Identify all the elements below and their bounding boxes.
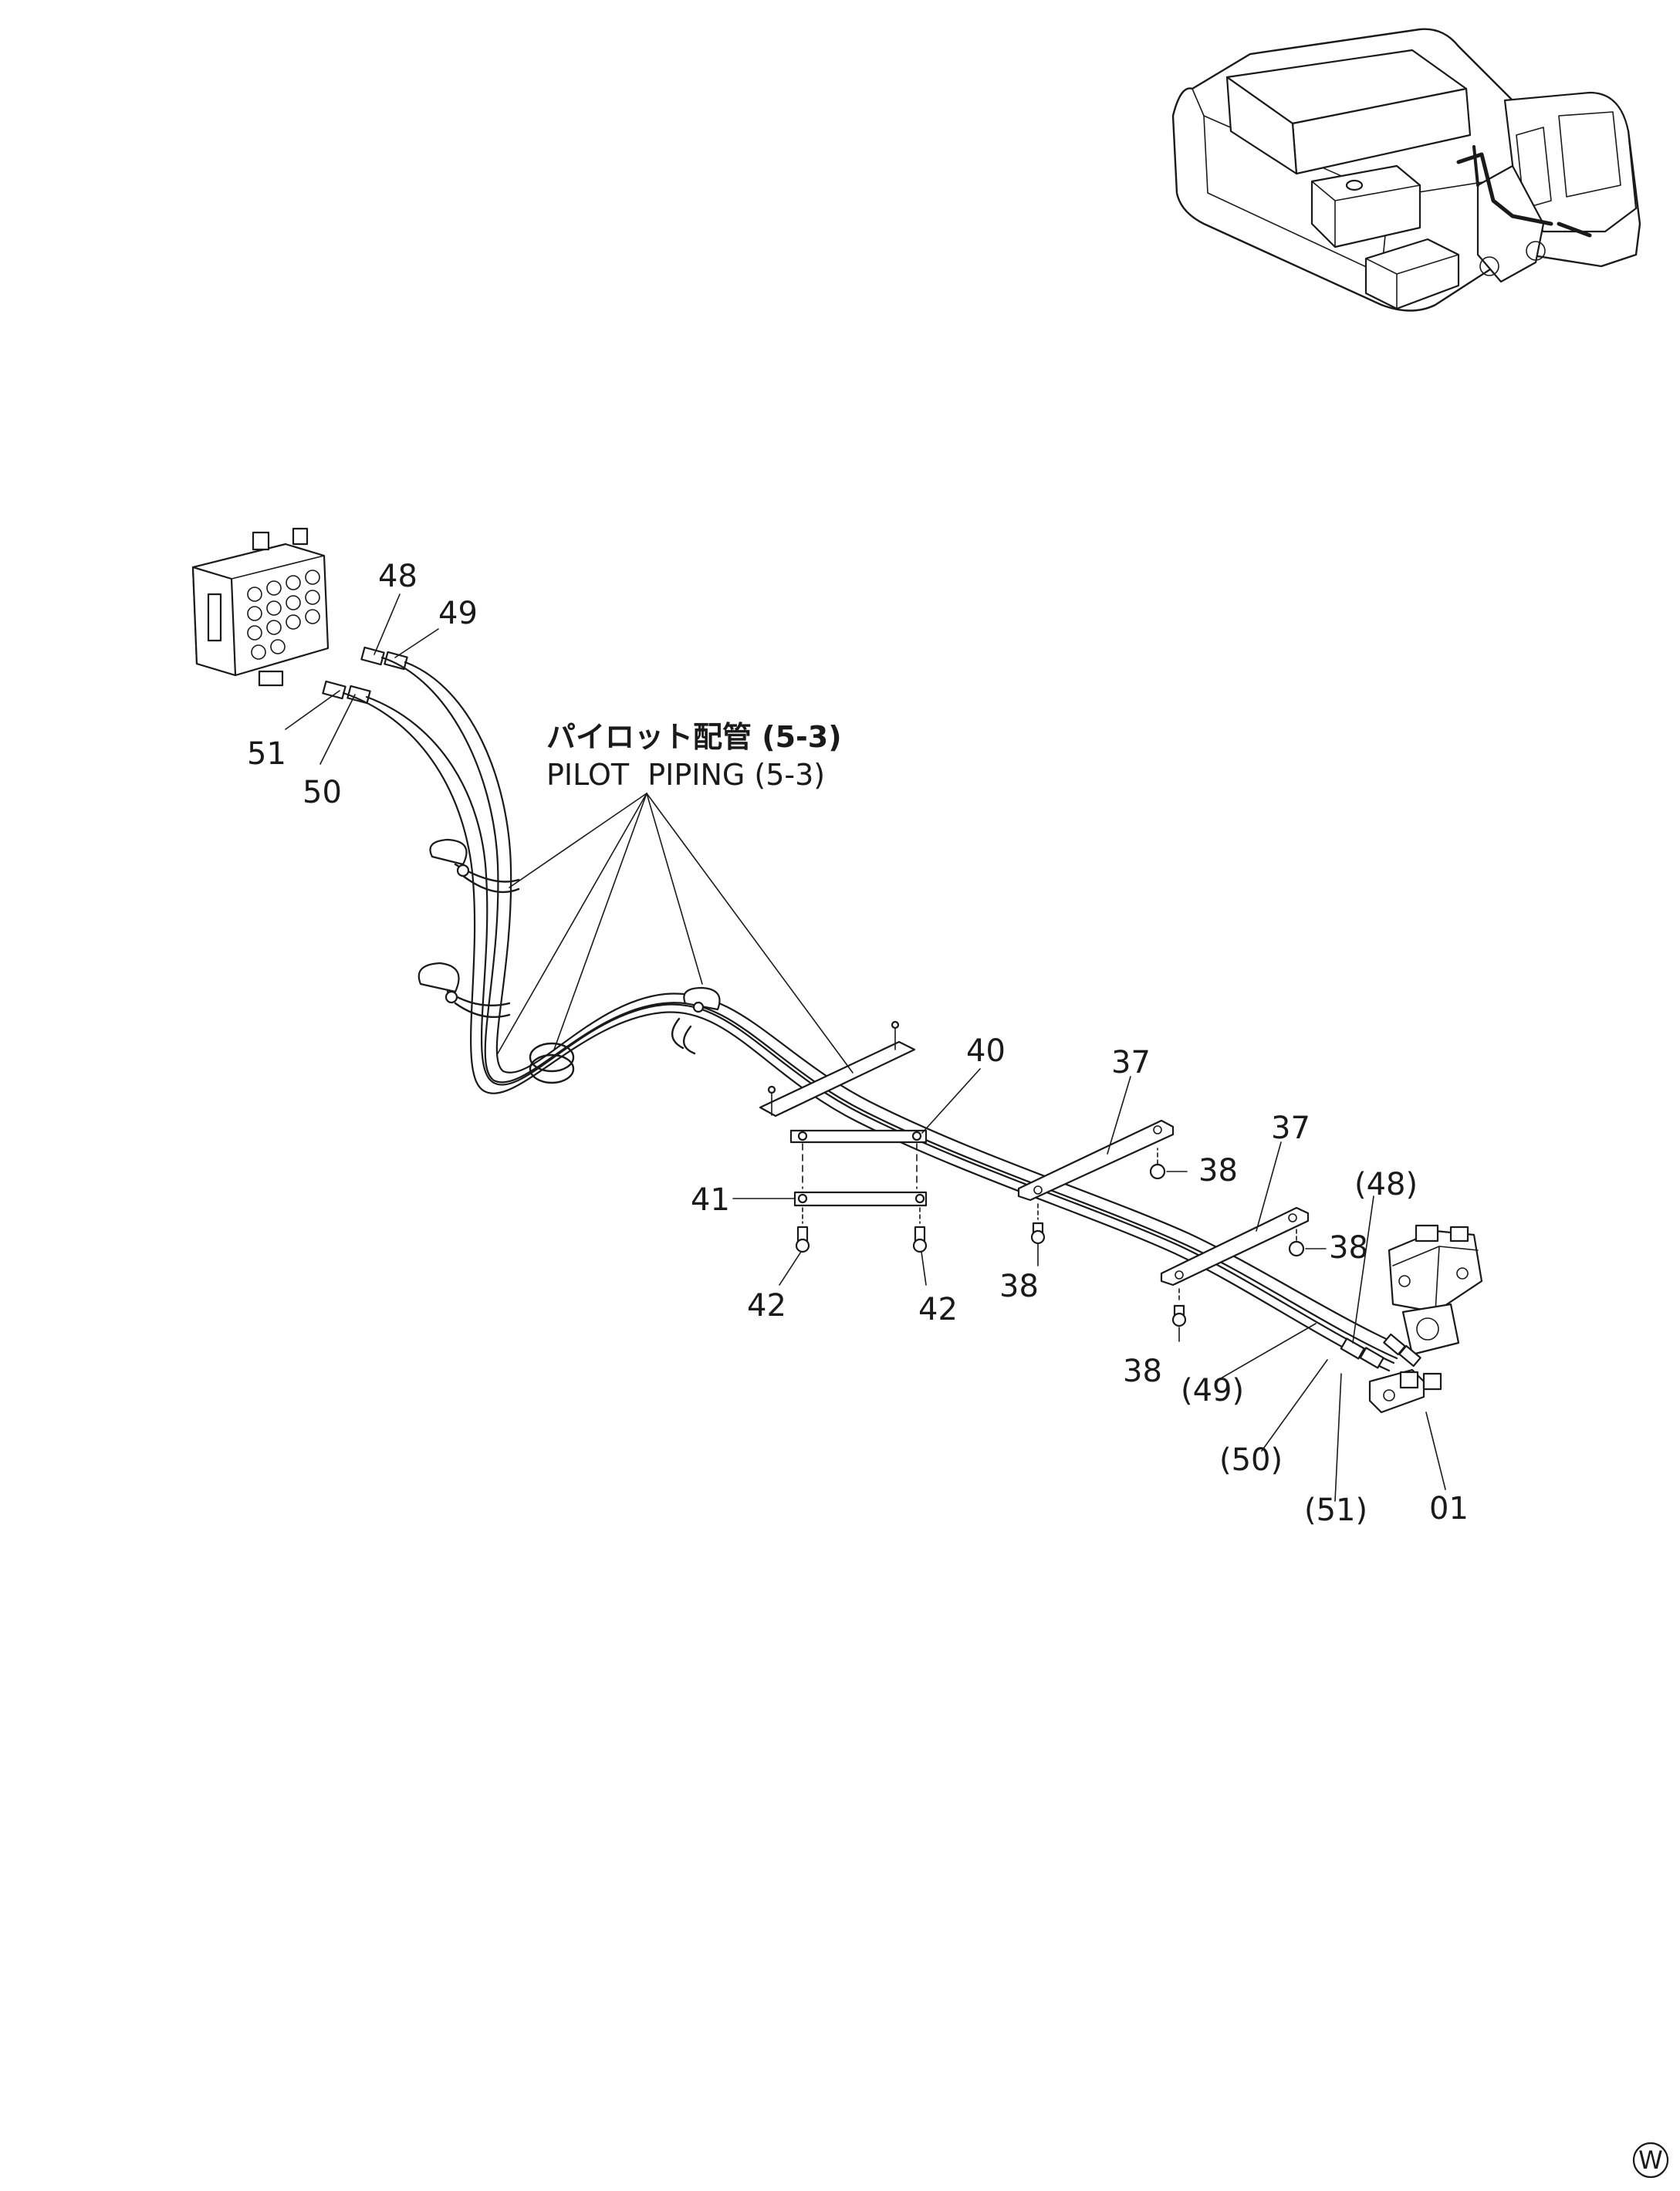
hose-clamp-lower [529, 1042, 575, 1084]
bolt-38-a [1149, 1148, 1166, 1180]
callout-42-right: 42 [918, 1292, 958, 1327]
bolt-38-b [1030, 1203, 1046, 1245]
remote-control-valve [1388, 1224, 1483, 1356]
leader-lines [285, 593, 1446, 1502]
callout-38-d: 38 [1123, 1354, 1162, 1389]
callout-labels: 48 49 51 50 40 37 37 38 38 38 38 41 42 4… [247, 559, 1469, 1528]
hose-clamp-middle [417, 962, 511, 1018]
bracket-37-upper [1017, 1119, 1175, 1202]
callout-38-b: 38 [999, 1269, 1039, 1304]
callout-38-c: 38 [1329, 1230, 1368, 1266]
pilot-valve-block [191, 527, 330, 687]
hose-clamp-upper [429, 838, 520, 894]
reference-caption-jp: パイロット配管 (5-3) [546, 720, 842, 754]
machine-locator-illustration [1171, 28, 1641, 312]
callout-41: 41 [691, 1182, 730, 1218]
callout-49: 49 [438, 596, 478, 631]
callout-37-upper: 37 [1111, 1045, 1151, 1080]
bolt-38-d [1171, 1288, 1187, 1327]
reference-caption-en: PILOT PIPING (5-3) [546, 758, 825, 792]
adapter-01 [1368, 1368, 1442, 1414]
callout-37-lower: 37 [1271, 1111, 1310, 1146]
callout-51-ref: (51) [1304, 1493, 1367, 1528]
callout-51: 51 [247, 736, 286, 772]
hose-fittings-valve-end [322, 646, 408, 705]
bracket-37-lower [1160, 1206, 1310, 1287]
bolt-38-c [1288, 1226, 1305, 1257]
bolt-42-right [912, 1207, 928, 1253]
support-plate [759, 1020, 916, 1117]
bolt-42-left [795, 1207, 810, 1253]
valve-port-fittings [247, 570, 320, 660]
callout-48: 48 [378, 559, 417, 594]
clamp-plate-40 [789, 1129, 928, 1144]
corner-mark: W [1632, 2142, 1669, 2179]
callout-42-left: 42 [747, 1288, 786, 1324]
callout-01: 01 [1429, 1491, 1469, 1527]
callout-49-ref: (49) [1181, 1373, 1244, 1408]
hose-fittings-unit-end [1340, 1333, 1421, 1369]
callout-50-ref: (50) [1219, 1442, 1283, 1478]
callout-38-a: 38 [1198, 1153, 1238, 1188]
hose-clamp-right [671, 986, 721, 1055]
clamp-plate-41 [793, 1191, 928, 1207]
corner-mark-letter: W [1638, 2145, 1663, 2175]
callout-40: 40 [966, 1033, 1006, 1069]
pilot-hose-bundle [342, 656, 1406, 1372]
callout-48-ref: (48) [1354, 1167, 1418, 1202]
callout-50: 50 [303, 775, 342, 810]
